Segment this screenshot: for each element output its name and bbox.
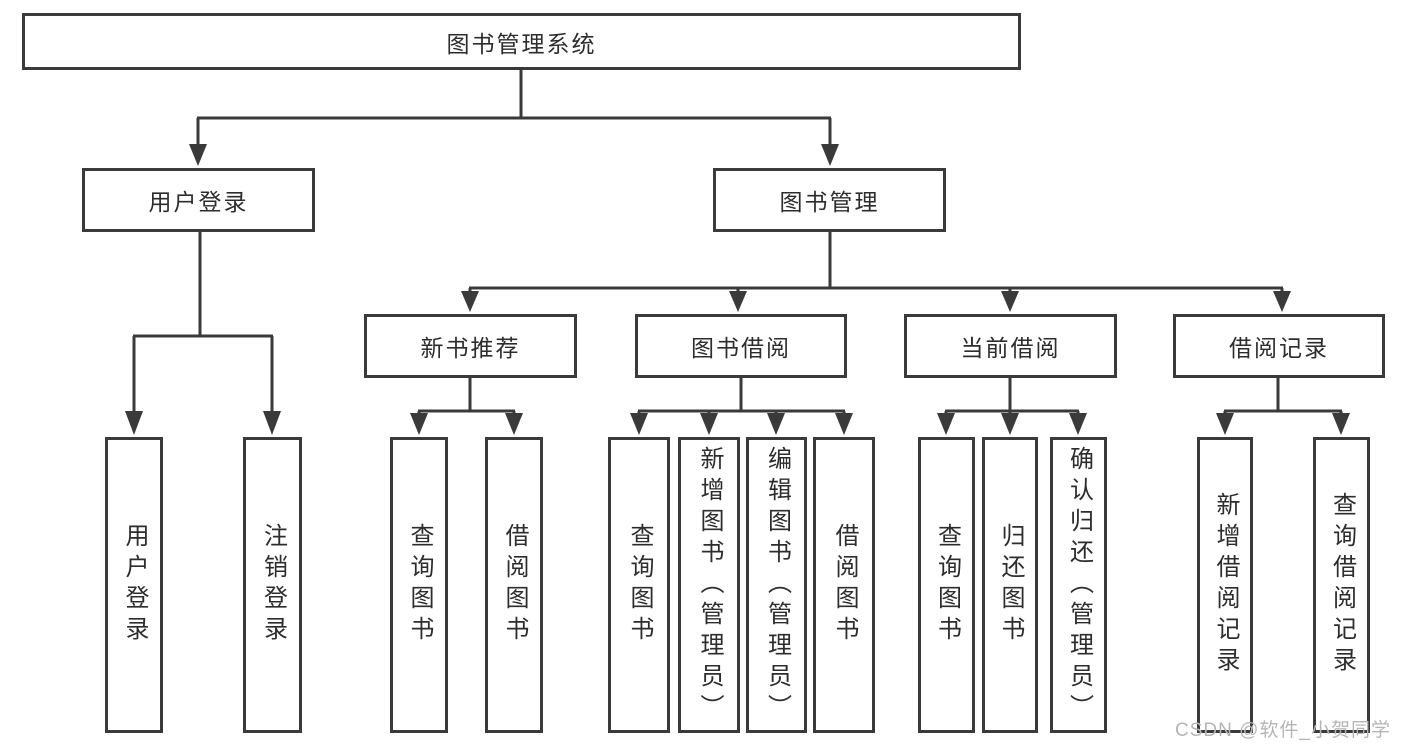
leaf-borrow-book-label: 借阅图书 bbox=[831, 523, 858, 647]
leaf-add-borrow-record: 新增借阅记录 bbox=[1197, 437, 1253, 733]
leaf-borrow-book-recommend-label: 借阅图书 bbox=[501, 523, 528, 647]
node-root: 图书管理系统 bbox=[22, 13, 1021, 70]
node-user-login-label: 用户登录 bbox=[148, 189, 249, 215]
leaf-query-book-current-label: 查询图书 bbox=[933, 523, 961, 647]
leaf-edit-book-admin-label: 编辑图书（管理员） bbox=[763, 445, 791, 725]
node-new-book-recommend: 新书推荐 bbox=[364, 314, 577, 378]
leaf-query-book-borrow-label: 查询图书 bbox=[626, 523, 653, 647]
node-current-borrow-label: 当前借阅 bbox=[960, 335, 1061, 361]
node-book-management-label: 图书管理 bbox=[779, 189, 880, 215]
leaf-return-book-label: 归还图书 bbox=[997, 523, 1024, 647]
leaf-add-borrow-record-label: 新增借阅记录 bbox=[1212, 492, 1239, 678]
leaf-query-borrow-record-label: 查询借阅记录 bbox=[1328, 492, 1356, 678]
leaf-query-book-borrow: 查询图书 bbox=[608, 437, 670, 733]
leaf-query-book-recommend-label: 查询图书 bbox=[406, 523, 433, 647]
node-book-borrow: 图书借阅 bbox=[635, 314, 847, 378]
node-current-borrow: 当前借阅 bbox=[904, 314, 1117, 378]
leaf-query-book-current: 查询图书 bbox=[918, 437, 975, 733]
leaf-confirm-return-admin-label: 确认归还（管理员） bbox=[1065, 445, 1093, 725]
leaf-borrow-book-recommend: 借阅图书 bbox=[485, 437, 543, 733]
leaf-borrow-book: 借阅图书 bbox=[813, 437, 875, 733]
leaf-return-book: 归还图书 bbox=[982, 437, 1038, 733]
csdn-watermark: CSDN @软件_小贺同学 bbox=[1175, 720, 1391, 741]
leaf-logout-login: 注销登录 bbox=[243, 437, 302, 733]
node-user-login: 用户登录 bbox=[82, 168, 315, 232]
leaf-query-book-recommend: 查询图书 bbox=[390, 437, 448, 733]
leaf-add-book-admin: 新增图书（管理员） bbox=[678, 437, 740, 733]
leaf-logout-login-label: 注销登录 bbox=[259, 523, 287, 647]
node-borrow-record-label: 借阅记录 bbox=[1229, 335, 1329, 361]
node-new-book-recommend-label: 新书推荐 bbox=[420, 335, 521, 361]
leaf-edit-book-admin: 编辑图书（管理员） bbox=[746, 437, 807, 733]
leaf-confirm-return-admin: 确认归还（管理员） bbox=[1050, 437, 1107, 733]
leaf-user-login-label: 用户登录 bbox=[121, 523, 148, 647]
node-book-management: 图书管理 bbox=[713, 168, 946, 232]
node-root-label: 图书管理系统 bbox=[446, 30, 597, 57]
leaf-query-borrow-record: 查询借阅记录 bbox=[1313, 437, 1370, 733]
leaf-add-book-admin-label: 新增图书（管理员） bbox=[696, 445, 723, 725]
node-book-borrow-label: 图书借阅 bbox=[691, 335, 791, 361]
node-borrow-record: 借阅记录 bbox=[1173, 314, 1385, 378]
leaf-user-login: 用户登录 bbox=[105, 437, 163, 733]
